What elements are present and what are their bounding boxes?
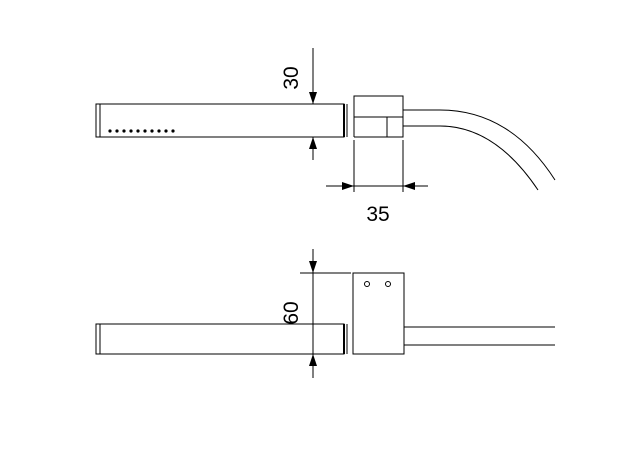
screw-hole-right: [385, 281, 391, 287]
nozzle-dots: [108, 129, 175, 133]
holder-bracket-top: [353, 95, 404, 118]
holder-bracket-bottom: [352, 272, 405, 355]
dimension-label-60: 60: [280, 301, 303, 324]
dimension-label-30: 30: [280, 66, 303, 89]
handle-body-top: [95, 103, 345, 138]
dimension-label-35: 35: [366, 203, 389, 226]
hose-curve: [403, 109, 556, 181]
handle-body-bottom: [95, 323, 345, 355]
screw-hole-left: [364, 281, 370, 287]
side-view: 30 35: [95, 48, 556, 226]
top-view: 60: [95, 249, 555, 378]
